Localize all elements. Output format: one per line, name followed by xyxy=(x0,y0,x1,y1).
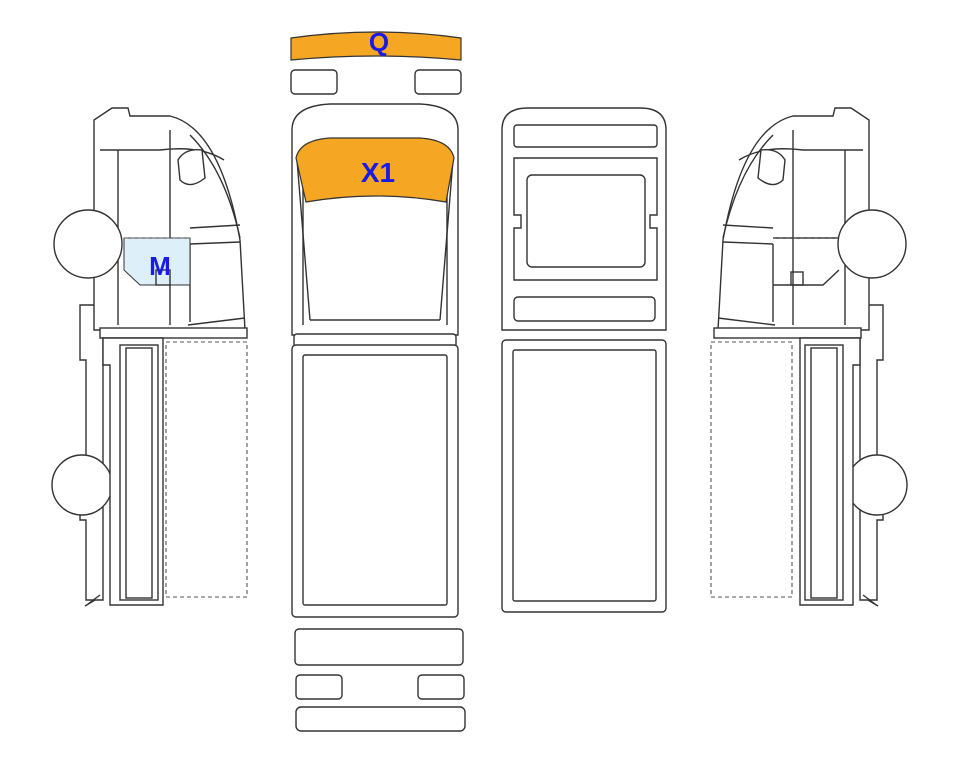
engine-bay-inner[interactable] xyxy=(526,174,646,268)
right-front-wheel[interactable] xyxy=(837,209,907,279)
left-chassis[interactable] xyxy=(79,304,104,601)
visor-part-q[interactable] xyxy=(290,31,462,61)
left-cab-sill[interactable] xyxy=(99,327,248,339)
left-side-mirror[interactable] xyxy=(177,149,206,186)
windshield-part-x1[interactable] xyxy=(295,137,455,203)
rear-bumper-top[interactable] xyxy=(294,628,464,666)
left-front-wheel[interactable] xyxy=(53,209,123,279)
cargo-roof-panel[interactable] xyxy=(302,354,448,606)
right-cargo-box-outline[interactable] xyxy=(710,341,793,598)
right-cab-sill[interactable] xyxy=(713,327,862,339)
left-mirror-top[interactable] xyxy=(290,69,338,95)
rear-light-right[interactable] xyxy=(417,674,465,700)
rear-step[interactable] xyxy=(295,706,466,732)
rear-light-left[interactable] xyxy=(295,674,343,700)
label-q: Q xyxy=(369,27,389,57)
right-side-view xyxy=(710,107,908,607)
cargo-floor-inner[interactable] xyxy=(512,349,657,602)
right-chassis[interactable] xyxy=(859,304,884,601)
left-cargo-box-outline[interactable] xyxy=(165,341,248,598)
right-side-mirror[interactable] xyxy=(757,149,786,186)
label-m: M xyxy=(149,251,171,281)
left-rear-wheel[interactable] xyxy=(51,454,113,516)
top-view xyxy=(290,31,466,732)
right-rear-wheel[interactable] xyxy=(846,454,908,516)
right-mirror-top[interactable] xyxy=(414,69,462,95)
label-x1: X1 xyxy=(361,157,395,188)
underside-view xyxy=(501,107,667,613)
front-panel[interactable] xyxy=(513,124,658,148)
underside-crossmember[interactable] xyxy=(513,296,656,322)
left-side-view xyxy=(51,107,248,607)
